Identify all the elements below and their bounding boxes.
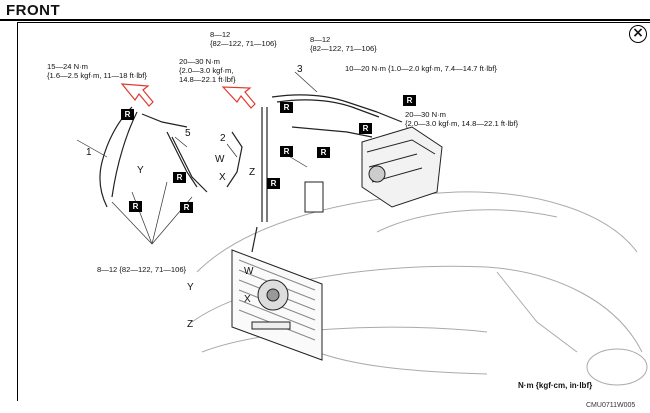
figure-code: CMU0711W005 [586, 402, 636, 409]
r-badge: R [180, 202, 193, 213]
header-bar: FRONT [0, 0, 650, 21]
connection-label-w-lower: W [244, 266, 254, 277]
connection-label-y-lower: Y [187, 282, 194, 293]
connection-label-w-upper: W [215, 154, 225, 165]
r-badge: R [317, 147, 330, 158]
torque-spec-7: 8—12 {82—122, 71—106} [97, 265, 187, 274]
torque-spec-1: 15—24 N·m {1.6—2.5 kgf·m, 11—18 ft·lbf} [47, 62, 147, 80]
r-badge: R [129, 201, 142, 212]
part-number-5: 5 [185, 128, 191, 139]
part-number-1: 1 [86, 147, 92, 158]
condenser-drawing [231, 249, 323, 361]
torque-spec-4: 8—12 {82—122, 71—106} [310, 35, 377, 53]
connection-label-z-upper: Z [249, 167, 256, 178]
part-number-2: 2 [220, 133, 226, 144]
refrigerant-pipes [99, 94, 403, 253]
header-divider [0, 19, 650, 21]
connection-label-x-upper: X [219, 172, 226, 183]
indicator-arrows [120, 83, 256, 109]
torque-spec-2: 20—30 N·m {2.0—3.0 kgf·m, 14.8—22.1 ft·l… [179, 57, 236, 84]
connection-label-x-lower: X [244, 294, 251, 305]
compressor-drawing [304, 126, 443, 213]
r-badge: R [121, 109, 134, 120]
r-badge: R [403, 95, 416, 106]
part-number-3: 3 [297, 64, 303, 75]
units-note: N·m {kgf·cm, in·lbf} [518, 381, 593, 390]
r-badge: R [280, 146, 293, 157]
torque-spec-3: 8—12 {82—122, 71—106} [210, 30, 277, 48]
torque-spec-5: 10—20 N·m {1.0—2.0 kgf·m, 7.4—14.7 ft·lb… [345, 64, 497, 73]
r-badge: R [359, 123, 372, 134]
connection-label-z-lower: Z [187, 319, 194, 330]
diagram-frame [17, 22, 650, 401]
torque-spec-6: 20—30 N·m {2.0—3.0 kgf·m, 14.8—22.1 ft·l… [405, 110, 519, 128]
ac-piping-diagram: 15—24 N·m {1.6—2.5 kgf·m, 11—18 ft·lbf} … [17, 22, 649, 400]
leader-lines [76, 71, 318, 245]
r-badge: R [173, 172, 186, 183]
close-button[interactable]: × [629, 25, 647, 43]
connection-label-y-upper: Y [137, 165, 144, 176]
r-badge: R [280, 102, 293, 113]
r-badge: R [267, 178, 280, 189]
page-title: FRONT [6, 2, 61, 19]
diagram-drawing [76, 71, 648, 386]
